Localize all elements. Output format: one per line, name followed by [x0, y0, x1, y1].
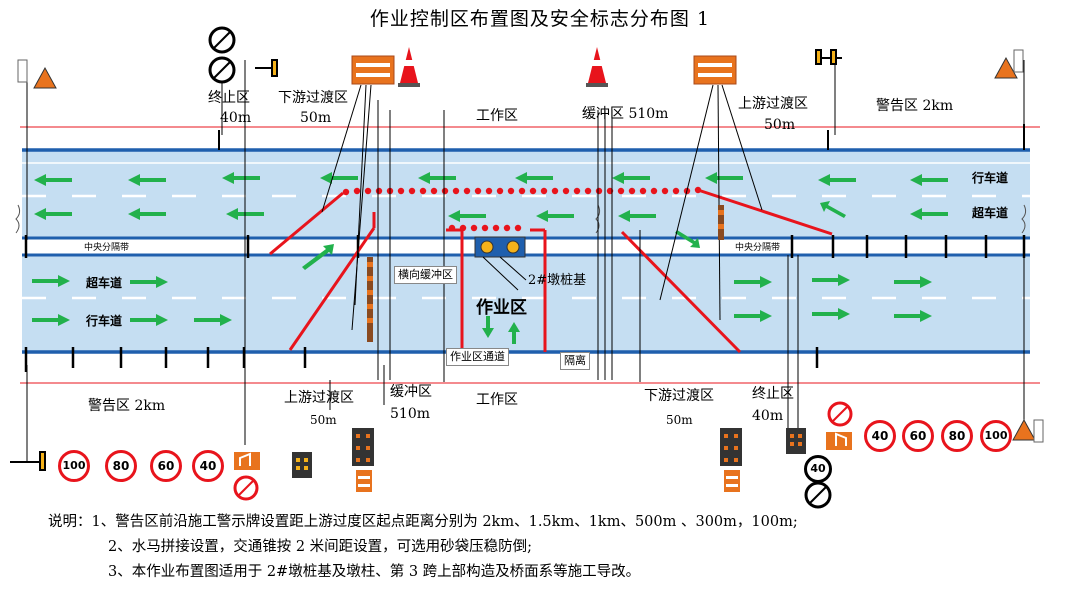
- speed-sign-bottom-right-2: 60: [902, 420, 934, 452]
- no-overtaking-signs: [233, 401, 853, 509]
- lamp-post-top-left: [255, 59, 278, 77]
- top-termination-length: 40m: [220, 110, 252, 126]
- speed-sign-bottom-right-4: 100: [980, 420, 1012, 452]
- top-downstream-transition-label: 下游过渡区: [278, 90, 348, 106]
- bottom-downstream-transition-label: 下游过渡区: [644, 388, 714, 404]
- lateral-buffer-label: 横向缓冲区: [394, 266, 457, 284]
- speed-sign-bottom-right-3: 80: [941, 420, 973, 452]
- lane-label-driving-bottom: 行车道: [86, 314, 123, 328]
- lamp-post-top-right: [815, 49, 842, 65]
- lane-dashes: [22, 194, 1030, 300]
- construction-warning-signs: [17, 49, 1044, 443]
- bottom-downstream-length: 50m: [666, 413, 693, 427]
- notes: 说明：1、警告区前沿施工警示牌设置距上游过度区起点距离分别为 2km、1.5km…: [48, 510, 798, 585]
- isolation-label: 隔离: [560, 352, 590, 370]
- lane-label-overtaking-top: 超车道: [972, 206, 1009, 220]
- road-lower-carriageway: [22, 255, 1030, 352]
- work-area-label: 作业区: [476, 298, 527, 318]
- traffic-cone-right: [586, 47, 608, 87]
- water-barrier-right: [693, 55, 737, 85]
- lamp-post-bottom-left: [10, 451, 46, 471]
- lane-merge-signs: [234, 432, 852, 470]
- pier-foundation: [474, 236, 527, 291]
- water-barrier-left: [351, 55, 395, 85]
- top-work-zone-label: 工作区: [476, 108, 518, 124]
- speed-sign-bottom-right-1: 40: [864, 420, 896, 452]
- top-warning-label: 警告区 2km: [876, 98, 954, 114]
- cone-line-upper: [342, 186, 702, 196]
- speed-sign-bottom-left-3: 60: [150, 450, 182, 482]
- bottom-upstream-transition-label: 上游过渡区: [284, 390, 354, 406]
- traffic-cone-left: [398, 47, 420, 87]
- note-2: 2、水马拼接设置，交通锥按 2 米间距设置，可选用砂袋压稳防倒;: [108, 539, 533, 555]
- top-buffer-label: 缓冲区 510m: [582, 106, 669, 122]
- bottom-work-zone-label: 工作区: [476, 392, 518, 408]
- bottom-termination-length: 40m: [752, 408, 784, 424]
- top-upstream-length: 50m: [764, 117, 796, 133]
- callout-lines: [26, 60, 1025, 462]
- top-termination-label: 终止区: [208, 90, 250, 106]
- end-restriction-sign-top: [208, 26, 236, 84]
- arrow-board-signs: [292, 428, 806, 492]
- diagram-title: 作业控制区布置图及安全标志分布图 1: [369, 8, 711, 30]
- bottom-buffer-length: 510m: [390, 406, 430, 422]
- rail-posts-upper: [218, 124, 1025, 150]
- median-strip: [22, 238, 1030, 255]
- bottom-warning-label: 警告区 2km: [88, 398, 166, 414]
- lane-label-overtaking-bottom: 超车道: [86, 276, 123, 290]
- lane-label-driving-top: 行车道: [972, 171, 1009, 185]
- note-3: 3、本作业布置图适用于 2#墩桩基及墩柱、第 3 跨上部构造及桥面系等施工导改。: [108, 564, 641, 580]
- top-downstream-length: 50m: [300, 110, 332, 126]
- top-upstream-transition-label: 上游过渡区: [738, 96, 808, 112]
- traffic-arrows-lower: [32, 230, 932, 344]
- barrier-taper-lines: [269, 188, 833, 354]
- note-1: 说明：1、警告区前沿施工警示牌设置距上游过度区起点距离分别为 2km、1.5km…: [48, 514, 798, 530]
- traffic-arrows-upper: [34, 172, 948, 222]
- pier-label: 2#墩桩基: [528, 273, 587, 288]
- bottom-buffer-label: 缓冲区: [390, 384, 432, 400]
- median-label-left: 中央分隔带: [84, 243, 130, 253]
- bottom-termination-label: 终止区: [752, 386, 794, 402]
- rail-posts-lower: [24, 347, 819, 372]
- speed-sign-bottom-left-1: 100: [58, 450, 90, 482]
- orange-marker-posts: [367, 205, 724, 342]
- median-label-right: 中央分隔带: [735, 243, 781, 253]
- speed-sign-bottom-left-2: 80: [105, 450, 137, 482]
- work-channel-label: 作业区通道: [446, 348, 509, 366]
- speed-sign-bottom-mid: 40: [804, 455, 832, 483]
- speed-sign-bottom-left-4: 40: [192, 450, 224, 482]
- road-upper-carriageway: [22, 150, 1030, 238]
- bottom-upstream-length: 50m: [310, 413, 337, 427]
